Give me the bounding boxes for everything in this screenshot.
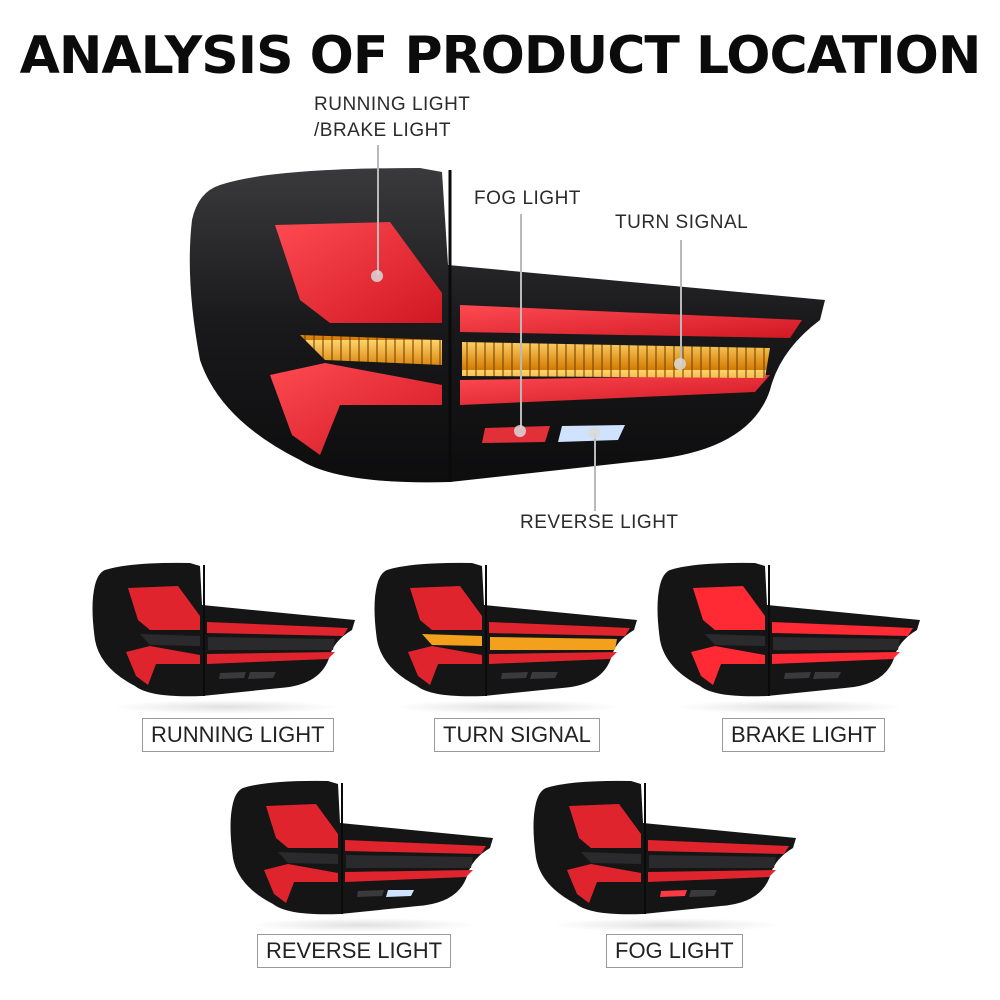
mode-lamp-brake [655,560,925,710]
callout-running-brake-light: RUNNING LIGHT /BRAKE LIGHT [314,92,470,144]
callout-fog-light: FOG LIGHT [474,188,581,209]
dot-reverse [588,427,600,439]
dot-fog [514,425,526,437]
leader-reverse [594,433,596,511]
caption-fog: FOG LIGHT [606,934,743,968]
tail-light-main [180,160,840,500]
lamp-shadow [675,700,905,714]
lamp-shadow [551,918,781,932]
leader-fog [520,214,522,428]
callout-brake-text: /BRAKE LIGHT [314,120,451,141]
mode-lamp-fog [531,778,801,928]
page-title: ANALYSIS OF PRODUCT LOCATION [19,26,982,86]
leader-running [377,145,379,275]
callout-reverse-light: REVERSE LIGHT [520,512,679,533]
dot-turn [674,358,686,370]
lamp-shadow [248,918,478,932]
mode-lamp-turn [372,560,642,710]
lamp-shadow [392,700,622,714]
caption-turn: TURN SIGNAL [434,718,600,752]
dot-running [371,270,383,282]
caption-brake: BRAKE LIGHT [722,718,886,752]
callout-running-text: RUNNING LIGHT [314,94,471,115]
lamp-shadow [110,700,340,714]
callout-turn-signal: TURN SIGNAL [615,212,749,233]
leader-turn [680,240,682,364]
mode-lamp-reverse [228,778,498,928]
caption-running: RUNNING LIGHT [142,718,334,752]
mode-lamp-running [90,560,360,710]
caption-reverse: REVERSE LIGHT [257,934,452,968]
